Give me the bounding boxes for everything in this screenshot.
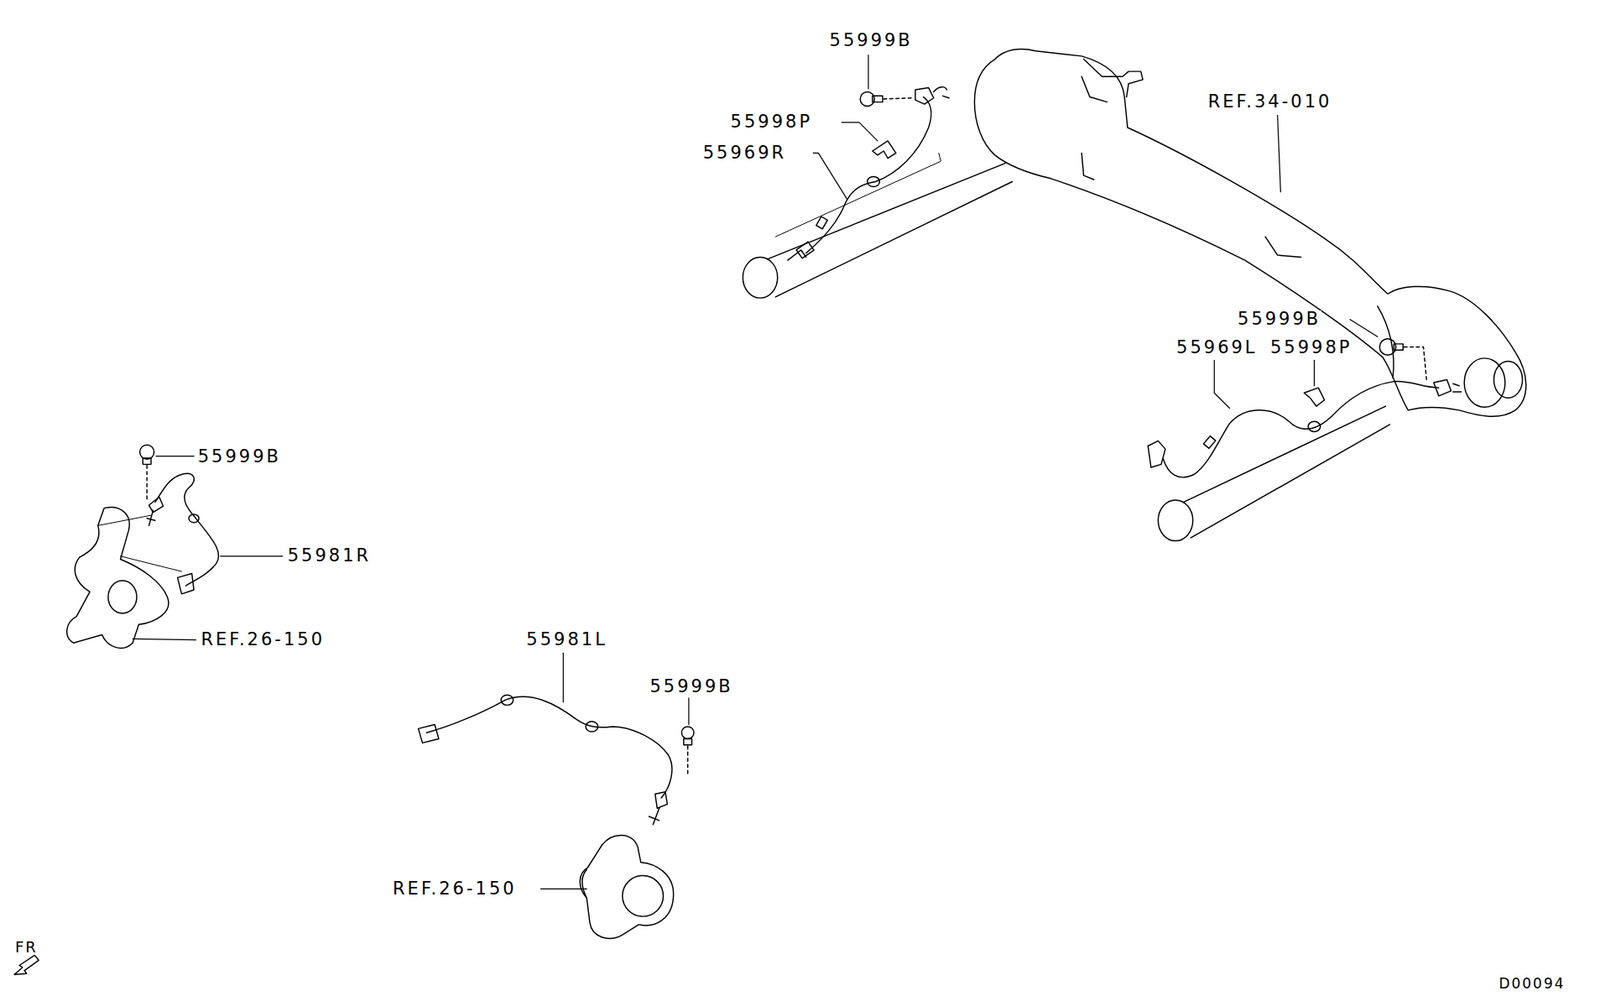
- drawing-stroke: [1084, 59, 1144, 98]
- reference-label: REF.34-010: [1207, 93, 1334, 111]
- drawing-stroke: [541, 888, 588, 890]
- part-number: 55969L: [1175, 338, 1259, 357]
- drawing-stroke: [775, 181, 1012, 297]
- clip: [1303, 387, 1324, 407]
- drawing-stroke: [813, 152, 847, 199]
- drawing-stroke: [1433, 379, 1452, 396]
- drawing-stroke: [1494, 361, 1523, 399]
- drawing-stroke: [132, 638, 196, 640]
- part-number: 55981R: [286, 547, 372, 565]
- drawing-stroke: [585, 721, 599, 732]
- drawing-stroke: [841, 122, 878, 141]
- drawing-stroke: [1203, 436, 1215, 449]
- drawing-stroke: [145, 465, 147, 501]
- drawing-stroke: [1308, 421, 1321, 432]
- drawing-stroke: [155, 474, 219, 587]
- reference-label: REF.26-150: [391, 880, 518, 898]
- front-left-knuckle: [418, 694, 694, 939]
- part-number: 55998P: [1269, 338, 1353, 357]
- rear-left-sensor: [1147, 338, 1461, 478]
- drawing-stroke: [806, 97, 932, 254]
- drawing-stroke: [1157, 500, 1193, 542]
- drawing-stroke: [622, 875, 664, 917]
- drawing-stroke: [156, 455, 194, 457]
- diagram-code: D00094: [1497, 976, 1566, 991]
- drawing-stroke: [681, 726, 694, 740]
- drawing-stroke: [188, 514, 199, 523]
- drawing-stroke: [149, 496, 164, 512]
- drawing-stroke: [933, 87, 949, 99]
- direction-marker: FR: [14, 939, 39, 955]
- drawing-stroke: [649, 807, 660, 824]
- part-number: 55999B: [197, 448, 282, 466]
- drawing-stroke: [775, 152, 941, 237]
- drawing-stroke: [883, 98, 913, 100]
- reference-label: REF.26-150: [199, 630, 326, 649]
- drawing-stroke: [787, 250, 807, 261]
- drawing-stroke: [1377, 306, 1394, 378]
- drawing-stroke: [742, 256, 777, 298]
- drawing-stroke: [67, 507, 169, 649]
- drawing-stroke: [1403, 347, 1427, 381]
- drawing-stroke: [867, 55, 869, 89]
- drawing-stroke: [915, 88, 934, 105]
- leader-lines: [132, 55, 1378, 890]
- drawing-stroke: [1147, 440, 1166, 468]
- drawing-stroke: [687, 745, 688, 776]
- drawing-stroke: [1162, 380, 1439, 477]
- drawing-stroke: [418, 724, 439, 743]
- drawing-stroke: [816, 216, 828, 230]
- drawing-stroke: [872, 95, 883, 102]
- drawing-stroke: [1313, 359, 1315, 386]
- drawing-stroke: [500, 694, 514, 705]
- drawing-stroke: [1183, 406, 1387, 502]
- drawing-stroke: [1190, 424, 1390, 538]
- part-number: 55998P: [729, 113, 814, 131]
- clip: [872, 140, 897, 159]
- part-number: 55999B: [1236, 310, 1322, 329]
- drawing-stroke: [1081, 76, 1107, 102]
- drawing-stroke: [1277, 114, 1282, 192]
- drawing-stroke: [767, 163, 1006, 260]
- drawing-stroke: [426, 696, 673, 798]
- part-number: 55999B: [828, 31, 914, 50]
- drawing-stroke: [683, 739, 693, 746]
- drawing-stroke: [1453, 383, 1462, 392]
- drawing-stroke: [579, 834, 673, 939]
- front-arrow: [14, 954, 39, 975]
- drawing-stroke: [582, 869, 588, 898]
- part-number: 55981L: [525, 630, 609, 649]
- drawing-stroke: [687, 698, 689, 725]
- drawing-stroke: [98, 515, 183, 572]
- drawing-stroke: [108, 580, 137, 614]
- drawing-stroke: [1349, 319, 1378, 338]
- drawing-stroke: [655, 792, 668, 808]
- drawing-stroke: [220, 555, 283, 557]
- drawing-stroke: [1214, 359, 1230, 408]
- drawing-stroke: [867, 176, 881, 187]
- part-number: 55969R: [702, 144, 787, 162]
- drawing-stroke: [1393, 343, 1403, 350]
- drawing-stroke: [1265, 236, 1302, 257]
- drawing-stroke: [1081, 152, 1095, 180]
- drawing-stroke: [974, 48, 1526, 417]
- drawing-stroke: [140, 444, 155, 459]
- drawing-stroke: [142, 458, 152, 464]
- drawing-stroke: [146, 510, 156, 526]
- rear-axle: [742, 48, 1526, 541]
- part-number: 55999B: [649, 677, 735, 696]
- drawing-stroke: [562, 652, 564, 702]
- drawing-stroke: [177, 573, 194, 594]
- front-right-knuckle: [67, 444, 219, 648]
